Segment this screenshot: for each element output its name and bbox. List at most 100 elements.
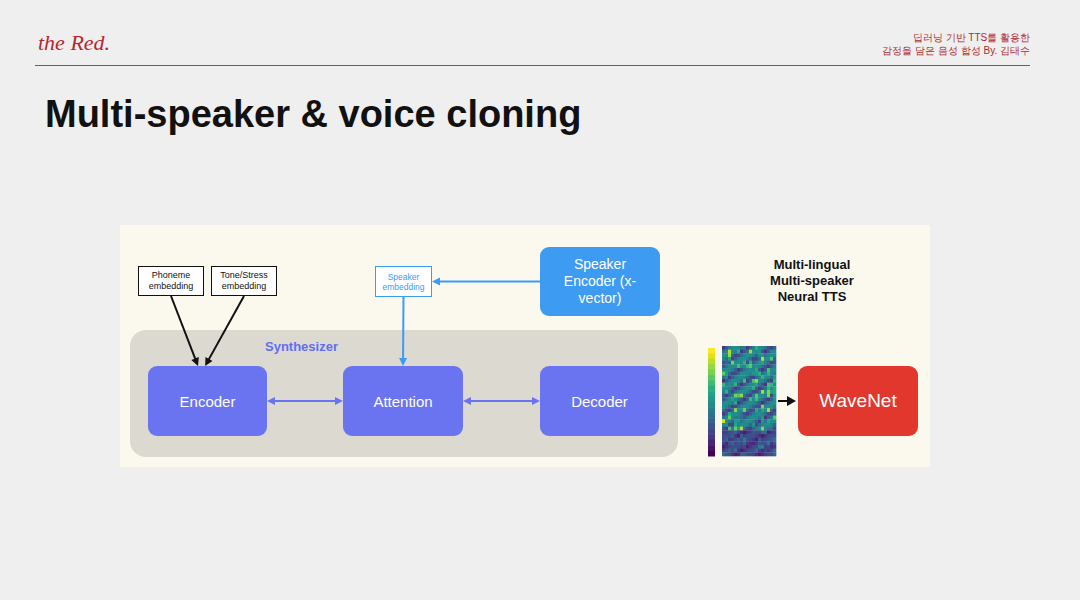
spectrogram-cell xyxy=(722,397,725,401)
spectrogram-cell xyxy=(749,427,752,431)
spectrogram-cell xyxy=(728,394,731,398)
connector-line xyxy=(470,400,533,402)
arrowhead xyxy=(335,397,343,405)
spectrogram-cell xyxy=(728,452,731,456)
spectrogram-cell xyxy=(725,438,728,442)
spectrogram-cell xyxy=(731,361,734,365)
spectrogram-cell xyxy=(767,372,770,376)
spectrogram-cell xyxy=(722,441,725,445)
spectrogram-cell xyxy=(728,379,731,383)
spectrogram-cell xyxy=(725,401,728,405)
spectrogram-cell xyxy=(767,449,770,453)
spectrogram-cell xyxy=(761,368,764,372)
spectrogram-cell xyxy=(749,412,752,416)
spectrogram-cell xyxy=(773,394,776,398)
spectrogram-cell xyxy=(767,346,770,350)
colorbar-cell xyxy=(708,375,715,381)
spectrogram-cell xyxy=(773,416,776,420)
spectrogram-cell xyxy=(767,419,770,423)
spectrogram-cell xyxy=(743,394,746,398)
spectrogram-cell xyxy=(722,419,725,423)
speaker-embedding-box: Speaker embedding xyxy=(375,266,432,297)
spectrogram-cell xyxy=(740,416,743,420)
spectrogram-cell xyxy=(752,361,755,365)
band-heading: Synthesizer xyxy=(265,339,338,354)
spectrogram-cell xyxy=(722,390,725,394)
spectrogram-cell xyxy=(725,419,728,423)
spectrogram-cell xyxy=(755,419,758,423)
spectrogram-cell xyxy=(737,372,740,376)
spectrogram-cell xyxy=(752,372,755,376)
arrowhead xyxy=(191,357,198,366)
spectrogram-cell xyxy=(764,438,767,442)
spectrogram-cell xyxy=(761,452,764,456)
spectrogram-cell xyxy=(725,397,728,401)
node-text: Decoder xyxy=(571,393,628,410)
spectrogram-cell xyxy=(737,383,740,387)
spectrogram-cell xyxy=(749,357,752,361)
spectrogram-cell xyxy=(731,416,734,420)
spectrogram-cell xyxy=(764,441,767,445)
spectrogram-cell xyxy=(767,375,770,379)
spectrogram-cell xyxy=(773,449,776,453)
spectrogram-cell xyxy=(752,375,755,379)
arrowhead xyxy=(463,397,471,405)
spectrogram-cell xyxy=(758,452,761,456)
spectrogram-cell xyxy=(773,430,776,434)
spectrogram-cell xyxy=(770,361,773,365)
spectrogram-cell xyxy=(728,441,731,445)
spectrogram-cell xyxy=(767,430,770,434)
header-rule xyxy=(35,65,1030,66)
spectrogram-cell xyxy=(773,401,776,405)
spectrogram-cell xyxy=(722,452,725,456)
spectrogram-cell xyxy=(749,430,752,434)
colorbar-cell xyxy=(708,391,715,397)
spectrogram-cell xyxy=(773,386,776,390)
spectrogram-cell xyxy=(755,390,758,394)
spectrogram-cell xyxy=(740,445,743,449)
spectrogram-cell xyxy=(725,434,728,438)
spectrogram-cell xyxy=(737,441,740,445)
spectrogram-cell xyxy=(737,408,740,412)
spectrogram-cell xyxy=(728,416,731,420)
spectrogram-cell xyxy=(728,364,731,368)
colorbar-cell xyxy=(708,440,715,446)
spectrogram-cell xyxy=(728,346,731,350)
brand-logo: the Red. xyxy=(38,30,110,56)
spectrogram-cell xyxy=(737,405,740,409)
spectrogram-cell xyxy=(752,397,755,401)
spectrogram-cell xyxy=(746,401,749,405)
spectrogram-cell xyxy=(758,408,761,412)
spectrogram-cell xyxy=(728,401,731,405)
spectrogram-cell xyxy=(740,350,743,354)
spectrogram-cell xyxy=(728,390,731,394)
spectrogram-cell xyxy=(743,423,746,427)
spectrogram-cell xyxy=(755,412,758,416)
spectrogram-cell xyxy=(761,441,764,445)
spectrogram-cell xyxy=(770,386,773,390)
spectrogram-cell xyxy=(734,390,737,394)
spectrogram-cell xyxy=(773,350,776,354)
spectrogram-cell xyxy=(740,346,743,350)
spectrogram-cell xyxy=(755,427,758,431)
spectrogram-cell xyxy=(728,357,731,361)
spectrogram-cell xyxy=(734,441,737,445)
spectrogram-cell xyxy=(728,383,731,387)
spectrogram-cell xyxy=(728,405,731,409)
header-subtitle: 감정을 담은 음성 합성 By. 김태수 xyxy=(882,44,1030,58)
spectrogram-cell xyxy=(755,441,758,445)
spectrogram-cell xyxy=(755,383,758,387)
spectrogram-cell xyxy=(746,405,749,409)
spectrogram-cell xyxy=(731,441,734,445)
spectrogram-cell xyxy=(752,364,755,368)
spectrogram-cell xyxy=(761,346,764,350)
spectrogram-cell xyxy=(773,375,776,379)
spectrogram-cell xyxy=(743,379,746,383)
spectrogram-cell xyxy=(734,423,737,427)
spectrogram-cell xyxy=(752,423,755,427)
spectrogram-cell xyxy=(749,364,752,368)
spectrogram-cell xyxy=(746,346,749,350)
spectrogram-cell xyxy=(758,375,761,379)
spectrogram-cell xyxy=(737,394,740,398)
